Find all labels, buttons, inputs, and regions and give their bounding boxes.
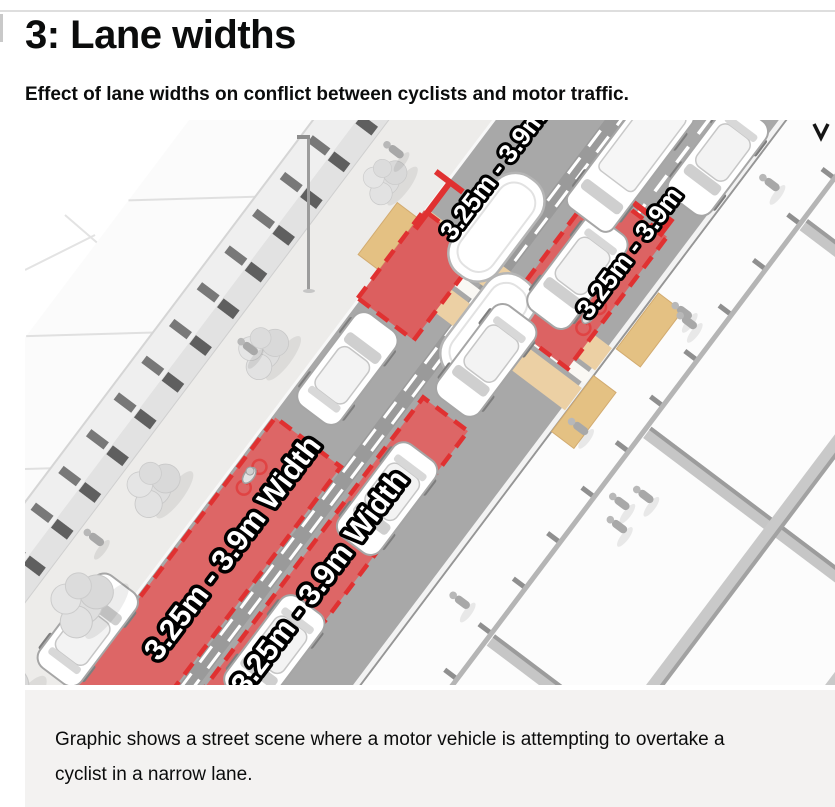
caption-text: Graphic shows a street scene where a mot… (55, 729, 725, 785)
street-lamp (297, 135, 315, 293)
page-subtitle: Effect of lane widths on conflict betwee… (25, 84, 629, 105)
corner-mark (812, 123, 830, 142)
railing-and-walls (134, 120, 835, 685)
kerb-shadow (87, 120, 835, 685)
street-iso-group: 3.25m - 3.9m 3.25m - 3.9m 3.25m - 3.9m W… (25, 120, 835, 685)
page-title: 3: Lane widths (25, 13, 296, 57)
street-scene-illustration: 3.25m - 3.9m 3.25m - 3.9m 3.25m - 3.9m W… (24, 120, 835, 685)
red-lane-right (25, 394, 472, 685)
top-divider (0, 10, 835, 12)
caption-box: Graphic shows a street scene where a mot… (25, 690, 835, 807)
street-scene-svg: 3.25m - 3.9m 3.25m - 3.9m 3.25m - 3.9m W… (24, 120, 835, 685)
page-edge-fragment (0, 14, 3, 42)
